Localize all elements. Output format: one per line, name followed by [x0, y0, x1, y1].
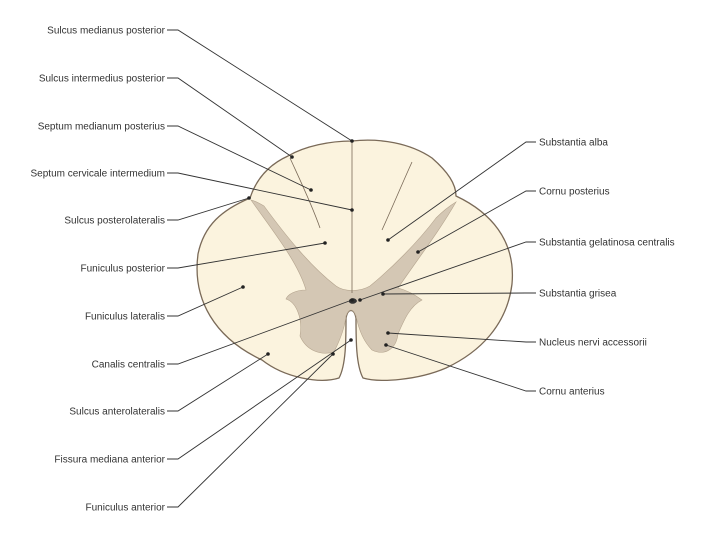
label-left-2: Sulcus intermedius posterior — [39, 74, 166, 85]
intermediate-septum-right — [381, 161, 413, 231]
intermediate-septum-left — [289, 157, 321, 229]
label-right-2: Cornu posterius — [539, 187, 610, 198]
leader-left-1 — [167, 29, 354, 143]
label-left-5: Sulcus posterolateralis — [64, 216, 165, 227]
label-right-4: Substantia grisea — [539, 289, 617, 300]
leader-right-5 — [386, 331, 536, 343]
leader-left-9 — [167, 352, 270, 412]
label-left-7: Funiculus lateralis — [85, 312, 165, 323]
label-left-11: Funiculus anterior — [86, 503, 166, 514]
leader-lines — [167, 29, 536, 508]
label-left-9: Sulcus anterolateralis — [69, 407, 165, 418]
label-right-6: Cornu anterius — [539, 387, 605, 398]
label-left-8: Canalis centralis — [92, 360, 165, 371]
leader-left-4 — [167, 172, 354, 212]
label-left-6: Funiculus posterior — [81, 264, 166, 275]
white-matter-outline — [196, 139, 514, 381]
label-right-1: Substantia alba — [539, 138, 608, 149]
leader-right-2 — [416, 190, 536, 254]
leader-right-6 — [384, 343, 536, 392]
label-left-1: Sulcus medianus posterior — [47, 26, 166, 37]
gray-matter — [250, 199, 457, 354]
label-left-3: Septum medianum posterius — [38, 122, 165, 133]
leader-right-3 — [358, 241, 536, 302]
label-right-3: Substantia gelatinosa centralis — [539, 238, 675, 249]
leader-left-2 — [167, 77, 294, 159]
label-left-4: Septum cervicale intermedium — [31, 169, 166, 180]
leader-right-4 — [381, 292, 536, 296]
leader-left-3 — [167, 125, 313, 192]
leader-left-8 — [167, 298, 354, 365]
leader-left-7 — [167, 285, 245, 317]
leader-left-5 — [167, 196, 251, 221]
label-right-5: Nucleus nervi accessorii — [539, 338, 647, 349]
leader-left-6 — [167, 241, 327, 269]
leader-left-10 — [167, 338, 353, 460]
leader-right-1 — [386, 141, 536, 242]
label-left-10: Fissura mediana anterior — [54, 455, 165, 466]
leader-left-11 — [167, 352, 335, 508]
